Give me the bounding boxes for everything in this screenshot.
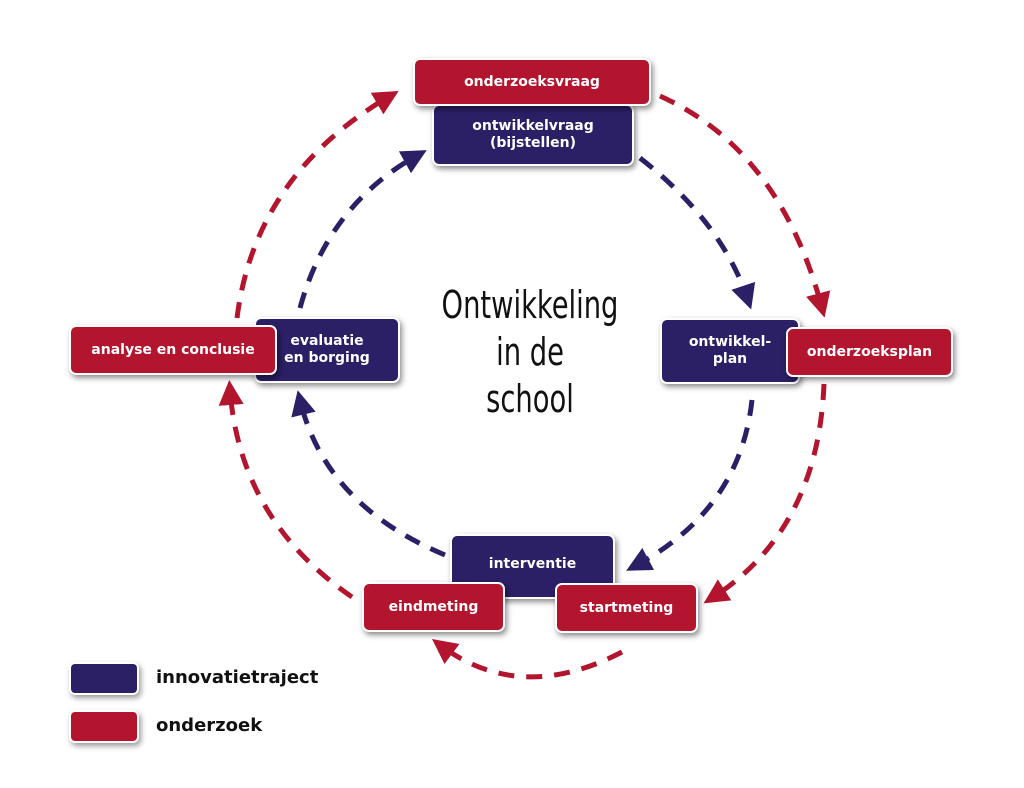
node-evaluatie: evaluatie en borging: [254, 317, 400, 383]
node-ontwikkelvraag: ontwikkelvraag (bijstellen): [432, 104, 634, 166]
arrow-interventie-to-evaluatie: [291, 390, 446, 558]
arrow-eindmeting-to-analyse: [218, 380, 354, 600]
legend-swatch-onderzoek: [69, 710, 139, 743]
node-onderzoeksplan: onderzoeksplan: [786, 327, 953, 377]
arrow-evaluatie-to-ontwikkelvraag: [297, 150, 427, 309]
node-onderzoeksvraag: onderzoeksvraag: [413, 58, 651, 106]
node-ontwikkelplan: ontwikkel- plan: [660, 318, 800, 384]
node-eindmeting: eindmeting: [362, 582, 505, 632]
arrow-startmeting-to-eindmeting: [431, 639, 624, 680]
arrow-onderzoeksvraag-to-onderzoeksplan: [658, 93, 831, 318]
arrow-onderzoeksplan-to-startmeting: [703, 383, 827, 604]
arrow-ontwikkelvraag-to-ontwikkelplan: [638, 156, 756, 310]
legend-label-onderzoek: onderzoek: [156, 715, 263, 736]
legend-label-innovatietraject: innovatietraject: [156, 667, 319, 688]
center-title: Ontwikkeling in de school: [441, 283, 619, 421]
arrow-analyse-to-onderzoeksvraag: [234, 90, 399, 319]
node-startmeting: startmeting: [555, 583, 698, 633]
legend-swatch-innovatietraject: [69, 662, 139, 695]
arrow-ontwikkelplan-to-interventie: [626, 399, 755, 571]
node-analyse: analyse en conclusie: [69, 325, 277, 375]
